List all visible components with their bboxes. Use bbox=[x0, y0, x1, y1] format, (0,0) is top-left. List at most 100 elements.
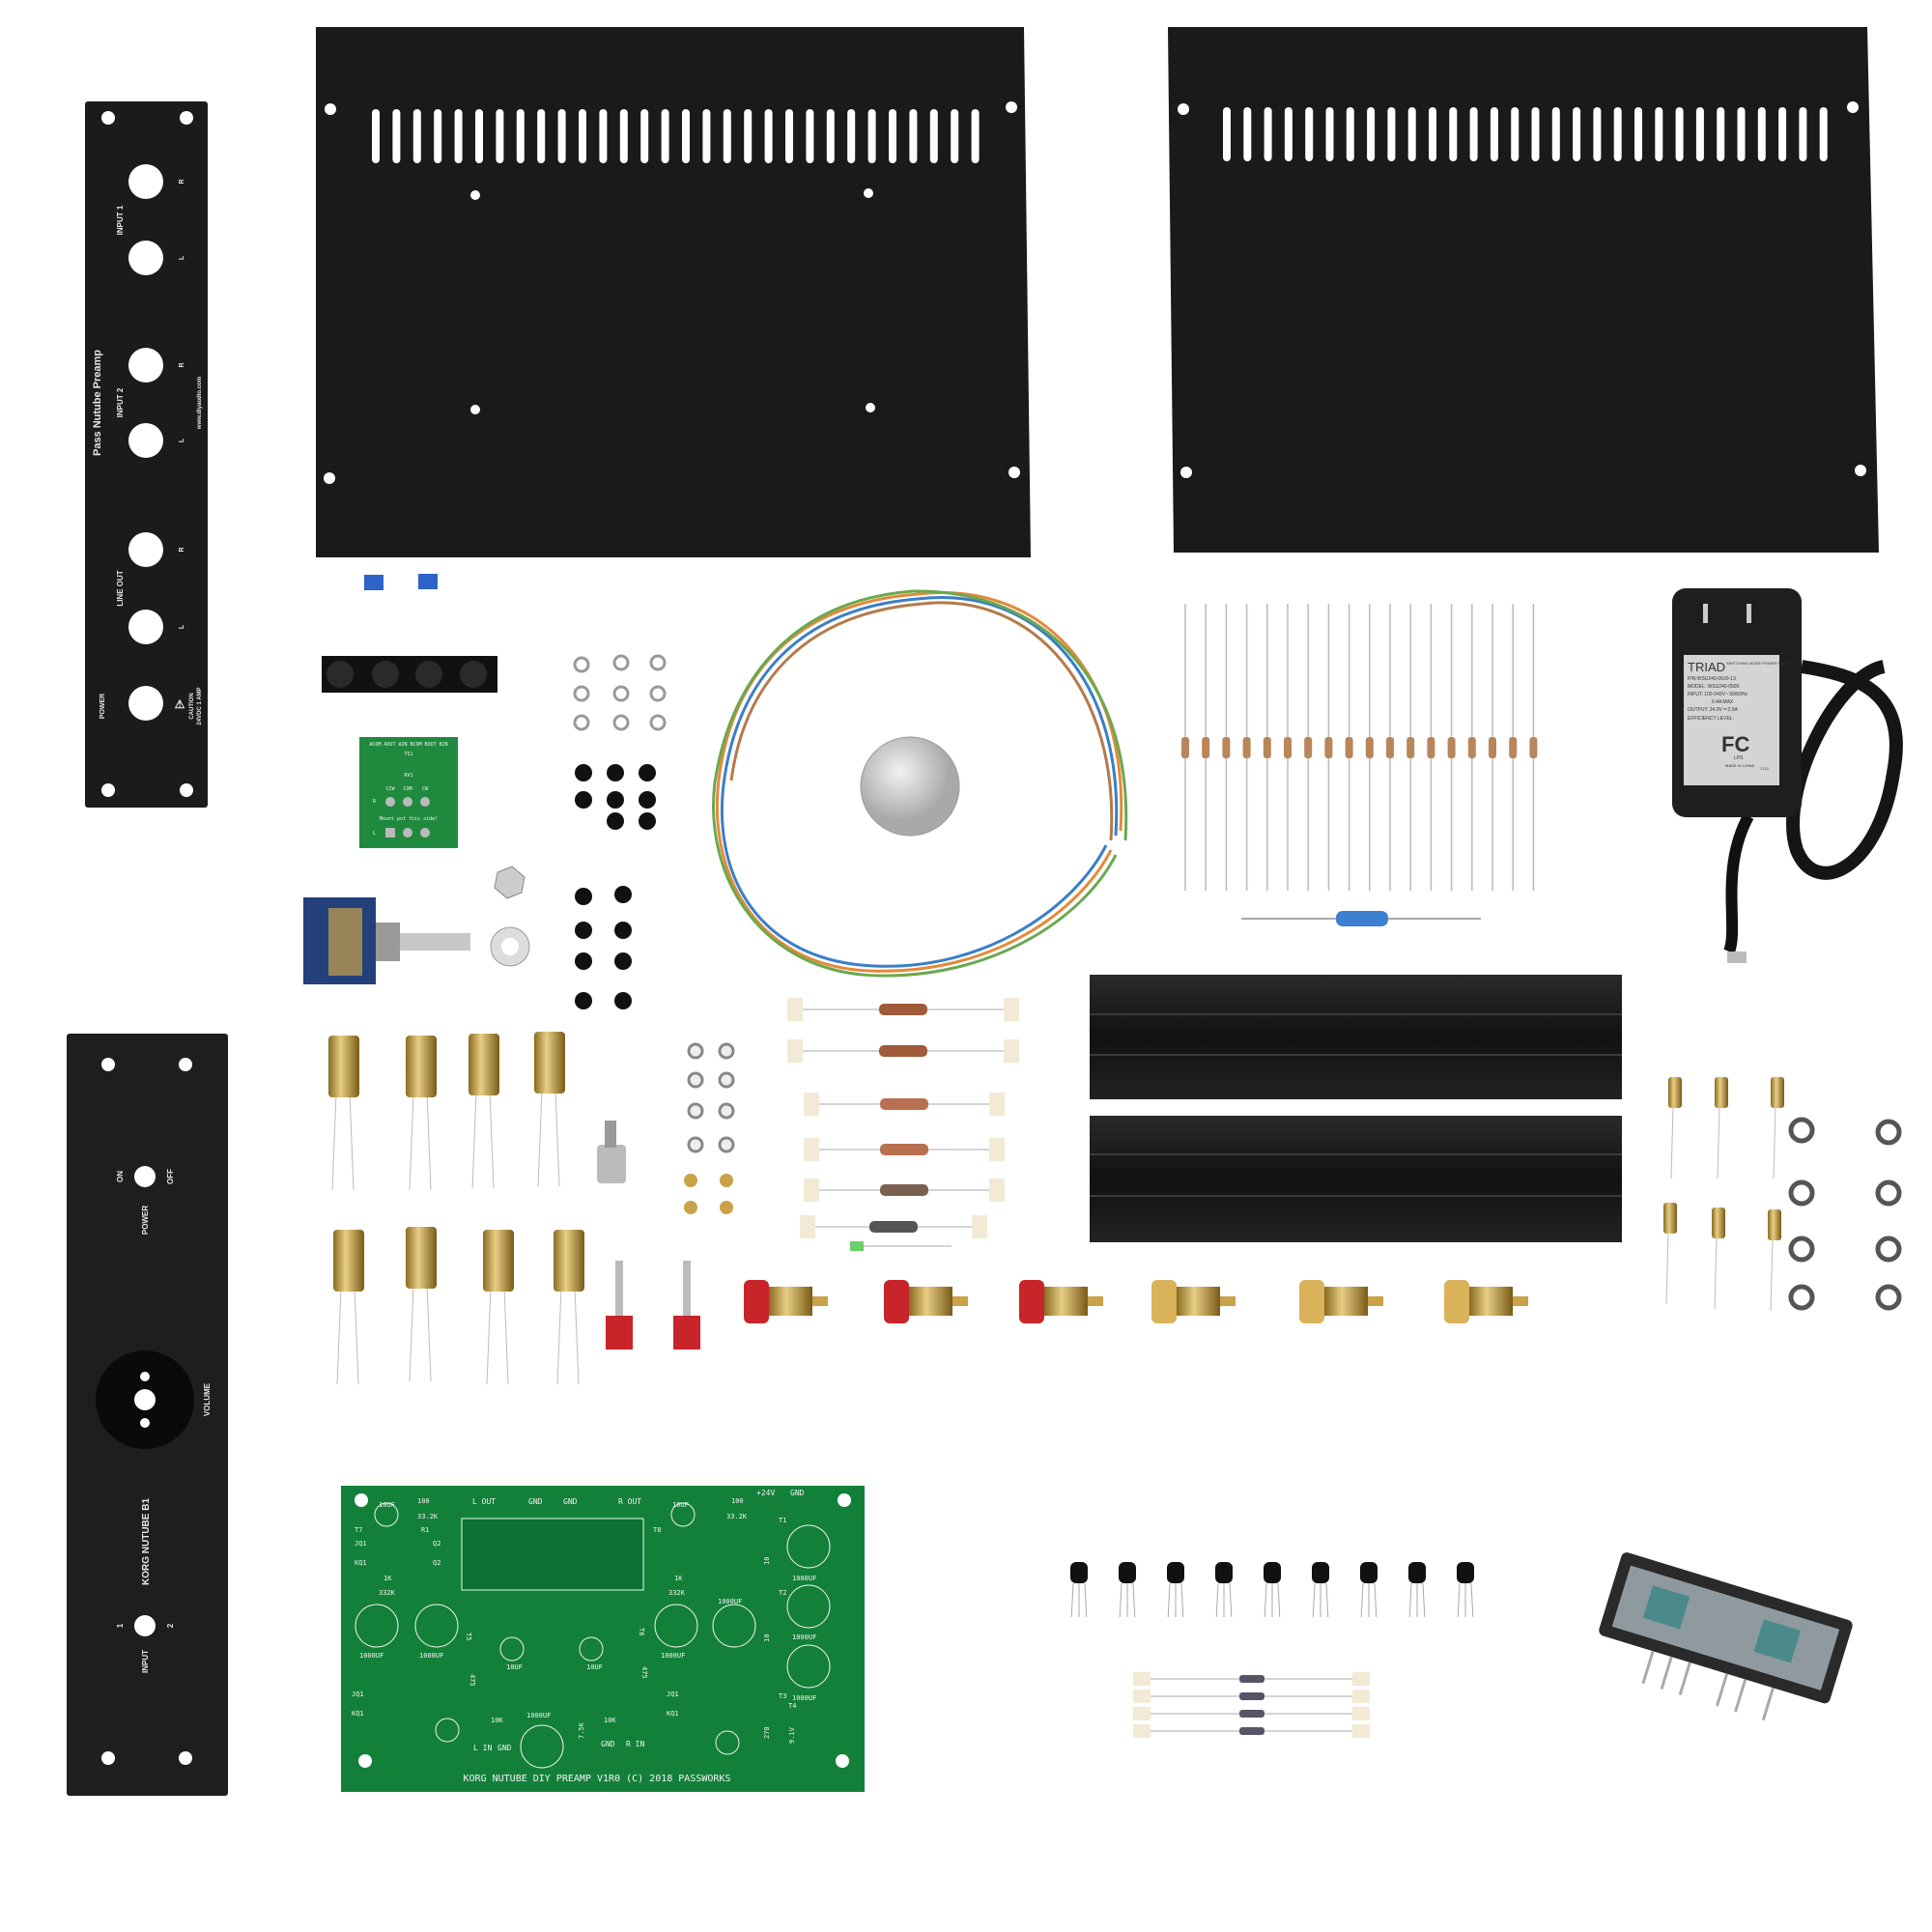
warning-icon: ⚠ bbox=[175, 697, 185, 711]
screw bbox=[639, 812, 656, 830]
capacitor bbox=[406, 1227, 437, 1289]
input1-label: INPUT 1 bbox=[116, 205, 125, 235]
cap-lead bbox=[554, 1089, 560, 1187]
res-label: 100 bbox=[731, 1497, 744, 1505]
nut bbox=[718, 1071, 735, 1089]
screw bbox=[614, 886, 632, 903]
resistor bbox=[1406, 737, 1415, 758]
gnd-label: GND bbox=[563, 1497, 578, 1506]
vent-slot bbox=[537, 109, 546, 163]
vent-slot bbox=[1551, 107, 1560, 161]
vent-slot bbox=[619, 109, 628, 163]
cap-lead bbox=[574, 1287, 580, 1385]
ccw-label: CCW bbox=[385, 786, 395, 792]
vent-slot bbox=[599, 109, 608, 163]
lead bbox=[1215, 1582, 1219, 1618]
res-label: R1 bbox=[421, 1526, 429, 1534]
tape bbox=[989, 1179, 1005, 1202]
vent-slot bbox=[1778, 107, 1787, 161]
rear-panel: Pass Nutube Preamp INPUT 1 INPUT 2 LINE … bbox=[85, 101, 208, 808]
standoff bbox=[684, 1174, 697, 1187]
resistor bbox=[880, 1184, 928, 1196]
adapter-code: 1712 bbox=[1760, 766, 1770, 771]
res-label: 33.2K bbox=[726, 1513, 748, 1520]
power-label: POWER bbox=[99, 694, 106, 719]
cap-lead bbox=[349, 1093, 355, 1191]
resistor bbox=[1202, 737, 1210, 758]
tape bbox=[1352, 1724, 1370, 1738]
cap-lead bbox=[409, 1284, 414, 1382]
ts1-label: TS1 bbox=[404, 752, 412, 757]
res-label: 33.2K bbox=[417, 1513, 439, 1520]
input2-label: INPUT 2 bbox=[116, 387, 125, 417]
small-capacitor bbox=[1715, 1077, 1728, 1108]
hex-nut bbox=[649, 654, 667, 671]
nut bbox=[718, 1136, 735, 1153]
jack-ring bbox=[1444, 1280, 1469, 1323]
power-label: POWER bbox=[141, 1206, 150, 1235]
cover-holes bbox=[324, 101, 1020, 484]
vent-slot bbox=[1429, 107, 1436, 161]
vent-slot bbox=[1367, 107, 1376, 161]
lead bbox=[1070, 1582, 1074, 1618]
lead bbox=[1264, 1582, 1267, 1618]
lead bbox=[1773, 1105, 1776, 1179]
vent-slot bbox=[392, 109, 401, 163]
vent-slot bbox=[475, 109, 483, 163]
cap-lead bbox=[336, 1287, 342, 1385]
com-label: COM bbox=[403, 786, 412, 792]
vent-slot bbox=[826, 109, 835, 163]
vent-slot bbox=[1695, 107, 1704, 161]
jq1-label: JQ1 bbox=[355, 1540, 367, 1548]
cap-label: 10UF bbox=[506, 1663, 523, 1671]
lead bbox=[1470, 1582, 1474, 1618]
vent-slot bbox=[496, 109, 504, 163]
jack-body bbox=[909, 1287, 952, 1316]
lead bbox=[1714, 1236, 1718, 1310]
lead bbox=[1325, 1582, 1329, 1618]
vent-slot bbox=[1573, 107, 1581, 161]
resistor bbox=[880, 1098, 928, 1110]
transistors bbox=[1070, 1562, 1474, 1618]
mount-note: Mount pot this side! bbox=[380, 816, 438, 822]
t8-label: T8 bbox=[653, 1526, 661, 1534]
adapter-lps: LPS bbox=[1734, 755, 1744, 761]
rear-panel-holes bbox=[101, 111, 193, 797]
gnd-label: GND bbox=[528, 1497, 543, 1506]
nut bbox=[687, 1102, 704, 1120]
cap-lead bbox=[489, 1091, 495, 1189]
vent-slot bbox=[764, 109, 773, 163]
l-label: L bbox=[179, 624, 185, 629]
kq1-label: KQ1 bbox=[355, 1559, 367, 1567]
standoff bbox=[720, 1201, 733, 1214]
vent-slot bbox=[557, 109, 566, 163]
transistor bbox=[1264, 1562, 1281, 1583]
t3-label: T3 bbox=[779, 1692, 786, 1700]
jack-tip bbox=[952, 1296, 968, 1306]
jack-tip bbox=[1220, 1296, 1236, 1306]
cap-label: 10UF bbox=[379, 1501, 395, 1509]
capacitor bbox=[554, 1230, 584, 1292]
on-label: ON bbox=[116, 1171, 125, 1182]
off-label: OFF bbox=[166, 1169, 175, 1184]
capacitor bbox=[483, 1230, 514, 1292]
resistor bbox=[1529, 737, 1538, 758]
q2-label: Q2 bbox=[433, 1540, 440, 1548]
vent-slot bbox=[1634, 107, 1642, 161]
vent-slots bbox=[372, 109, 980, 163]
vent-slot bbox=[1469, 107, 1478, 161]
capacitor bbox=[333, 1230, 364, 1292]
resistor bbox=[880, 1144, 928, 1155]
screw bbox=[607, 764, 624, 781]
tape bbox=[787, 998, 803, 1021]
cap-lead bbox=[409, 1093, 414, 1191]
small-capacitor bbox=[1771, 1077, 1784, 1108]
r-label: R bbox=[373, 799, 377, 805]
tape bbox=[1133, 1672, 1151, 1686]
screw bbox=[639, 791, 656, 809]
vent-slot bbox=[971, 109, 980, 163]
caution-label: CAUTION bbox=[189, 693, 195, 719]
tape bbox=[989, 1093, 1005, 1116]
hex-nut bbox=[573, 714, 590, 731]
